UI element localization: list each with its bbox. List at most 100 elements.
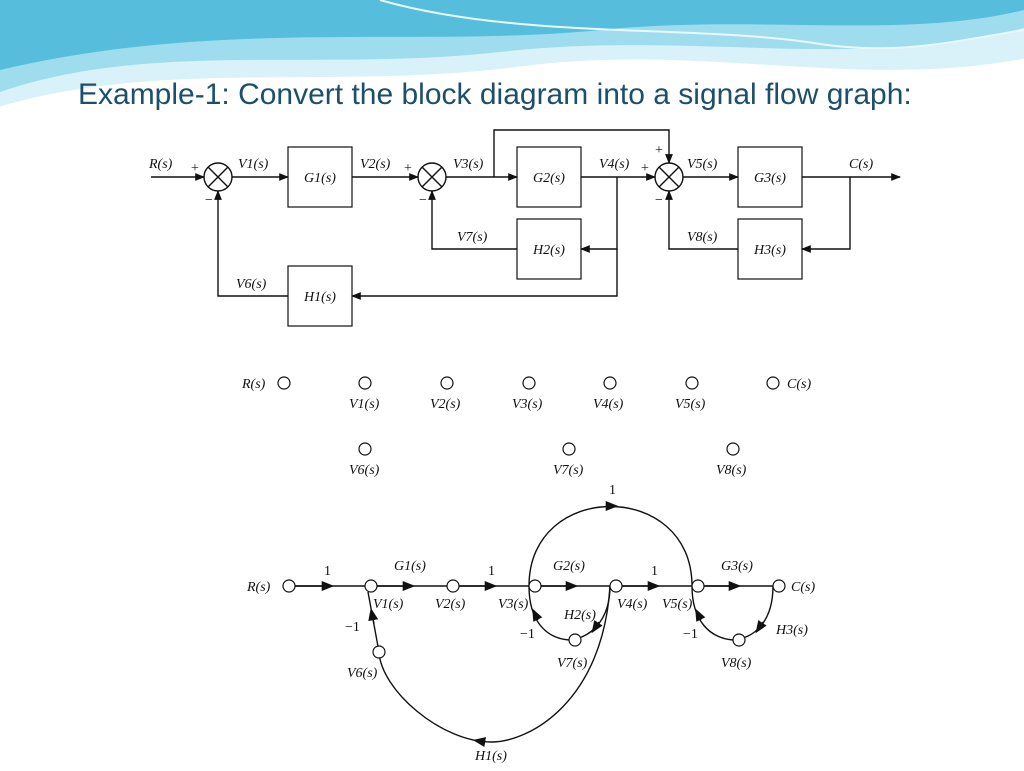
step1-node-v6 — [358, 442, 372, 456]
gain-v7-neg: −1 — [520, 627, 535, 642]
signal-flow-graph: R(s) C(s) V1(s) V2(s) V3(s) V4(s) V5(s) … — [241, 376, 815, 764]
arrowhead-v6-v1 — [368, 607, 379, 625]
arrow-c-to-h3 — [801, 177, 851, 253]
summing-junction-2 — [417, 162, 447, 192]
gain-v6-neg: −1 — [345, 620, 360, 635]
node-c — [772, 579, 786, 593]
gain-v2-v3: 1 — [488, 564, 495, 579]
summing-junction-1 — [203, 162, 233, 192]
sign-sum1-plus: + — [191, 161, 199, 176]
node-r — [282, 579, 296, 593]
arrow-v4-to-h2 — [580, 177, 618, 253]
arrow-v6-feedback — [214, 190, 288, 297]
gain-g1: G1(s) — [394, 559, 426, 574]
block-h3 — [737, 218, 803, 280]
node-v8 — [732, 633, 746, 647]
label-node-r: R(s) — [246, 580, 271, 595]
block-h2 — [516, 218, 582, 280]
node-set-step1: R(s) C(s) V1(s) V2(s) V3(s) V4(s) V5(s) … — [241, 376, 811, 478]
step1-label-c: C(s) — [787, 377, 811, 392]
label-c: C(s) — [849, 157, 873, 172]
arrow-v8-feedback — [665, 190, 738, 250]
label-node-v1: V1(s) — [373, 597, 404, 612]
step1-node-v1 — [358, 376, 372, 390]
node-v7 — [568, 633, 582, 647]
branch-v7-v3 — [528, 585, 570, 641]
step1-label-v1: V1(s) — [349, 397, 380, 412]
gain-r-v1: 1 — [324, 564, 331, 579]
step1-label-v4: V4(s) — [593, 397, 624, 412]
step1-label-v2: V2(s) — [430, 397, 461, 412]
slide-title: Example-1: Convert the block diagram int… — [78, 78, 912, 111]
branch-v3-v5-arc — [528, 505, 693, 587]
summing-junction-3 — [654, 162, 684, 192]
label-r: R(s) — [148, 157, 173, 172]
label-g2: G2(s) — [533, 171, 565, 186]
label-h3: H3(s) — [753, 243, 786, 258]
arrowhead-v4-v6 — [472, 737, 487, 748]
signal-flow-graph-panel: R(s) C(s) V1(s) V2(s) V3(s) V4(s) V5(s) … — [231, 370, 828, 766]
label-node-v7: V7(s) — [557, 656, 588, 671]
step1-label-v6: V6(s) — [349, 463, 380, 478]
label-v2: V2(s) — [360, 157, 391, 172]
arrowhead-v4-v7 — [591, 619, 603, 634]
step1-label-v7: V7(s) — [553, 463, 584, 478]
label-v5: V5(s) — [687, 157, 718, 172]
arrowhead-v8-v5 — [695, 608, 706, 622]
gain-h1: H1(s) — [474, 749, 507, 764]
branch-c-v8 — [732, 585, 774, 641]
node-v5 — [691, 579, 705, 593]
node-v2 — [446, 579, 460, 593]
step1-node-v8 — [726, 442, 740, 456]
completed-graph: R(s) C(s) V1(s) V2(s) V3(s) V4(s) V5(s) … — [246, 483, 815, 764]
step1-node-v5 — [685, 376, 699, 390]
node-v4 — [609, 579, 623, 593]
label-node-v2: V2(s) — [435, 597, 466, 612]
label-node-v6: V6(s) — [347, 666, 378, 681]
label-v4: V4(s) — [599, 157, 630, 172]
branch-v8-v5 — [691, 585, 734, 641]
block-diagram-panel: G1(s) G2(s) G3(s) H2(s) H3(s) H1(s) R(s)… — [143, 128, 905, 328]
step1-node-r — [277, 376, 291, 390]
node-v6 — [372, 645, 386, 659]
label-h1: H1(s) — [303, 290, 336, 305]
node-v1 — [364, 579, 378, 593]
step1-label-v8: V8(s) — [716, 463, 747, 478]
step1-node-v7 — [562, 442, 576, 456]
sign-sum3-plus-top: + — [655, 143, 663, 158]
node-v3 — [528, 579, 542, 593]
branch-v4-v6 — [378, 585, 611, 743]
step1-label-r: R(s) — [241, 377, 266, 392]
arrow-v4-to-h1 — [351, 249, 618, 300]
step1-label-v5: V5(s) — [675, 397, 706, 412]
arrowhead-c-v8 — [755, 619, 767, 634]
gain-h3: H3(s) — [775, 623, 808, 638]
arrowhead-v7-v3 — [532, 608, 543, 622]
label-node-v5: V5(s) — [662, 597, 693, 612]
arrow-v7-feedback — [428, 190, 517, 250]
gain-feedforward: 1 — [609, 483, 616, 498]
sign-sum3-minus: − — [655, 193, 663, 208]
block-h1 — [287, 265, 353, 327]
sign-sum2-minus: − — [419, 193, 427, 208]
sign-sum3-plus-left: + — [641, 161, 649, 176]
label-v3: V3(s) — [453, 157, 484, 172]
block-g3 — [737, 146, 803, 208]
label-node-v3: V3(s) — [498, 597, 529, 612]
label-h2: H2(s) — [532, 243, 565, 258]
step1-node-v2 — [440, 376, 454, 390]
gain-h2: H2(s) — [563, 608, 596, 623]
sign-sum1-minus: − — [205, 193, 213, 208]
arrow-feedforward — [493, 129, 673, 177]
step1-node-c — [766, 376, 780, 390]
step1-node-v4 — [603, 376, 617, 390]
step1-label-v3: V3(s) — [512, 397, 543, 412]
gain-g3: G3(s) — [721, 559, 753, 574]
block-diagram: G1(s) G2(s) G3(s) H2(s) H3(s) H1(s) R(s)… — [148, 129, 901, 327]
gain-g2: G2(s) — [553, 559, 585, 574]
label-node-v4: V4(s) — [617, 597, 648, 612]
label-v1: V1(s) — [238, 157, 269, 172]
gain-v8-neg: −1 — [683, 627, 698, 642]
label-g1: G1(s) — [304, 171, 336, 186]
